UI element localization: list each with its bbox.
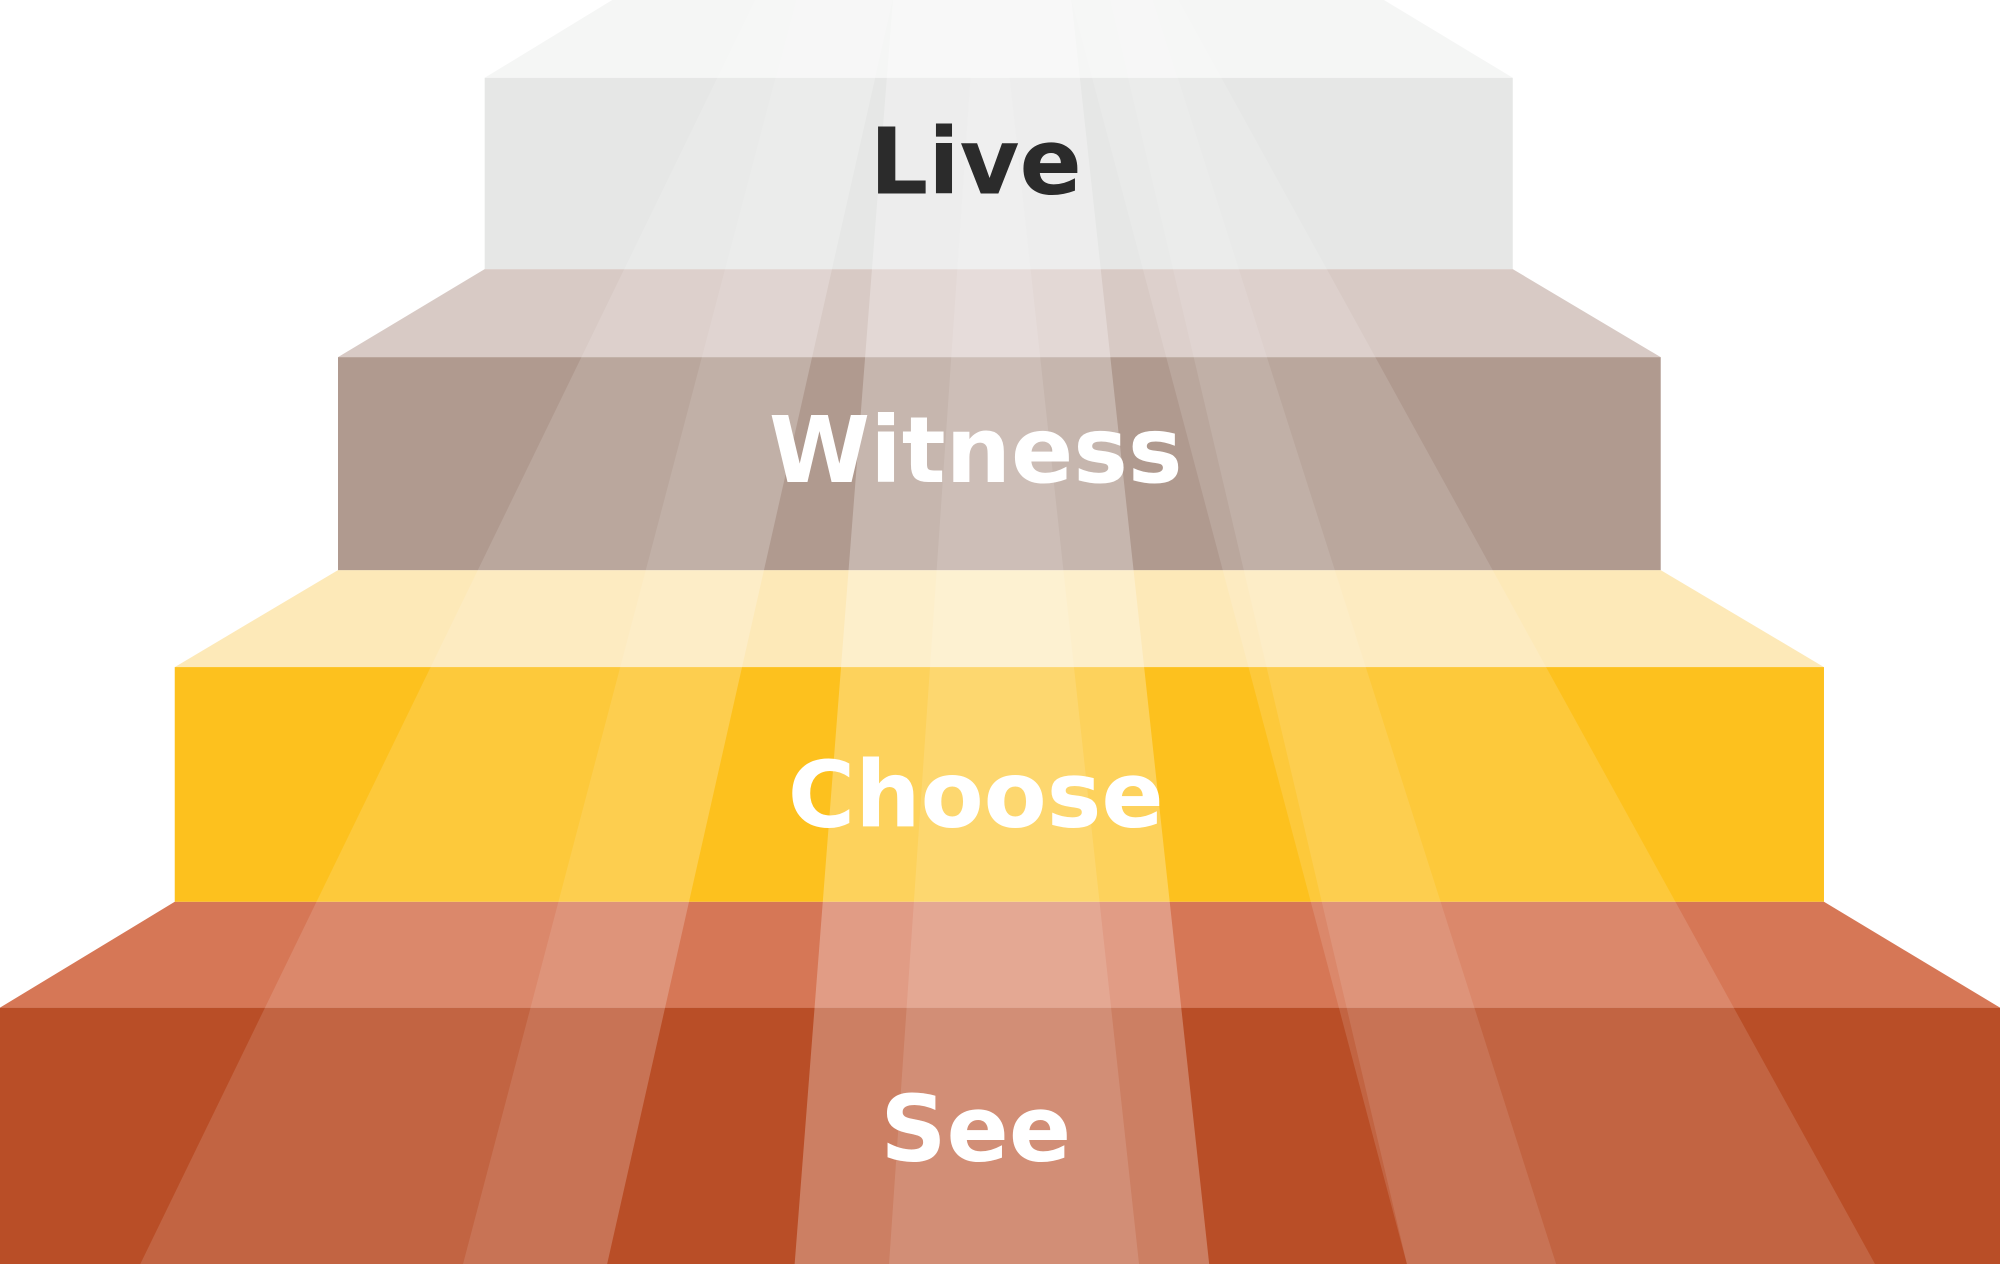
light-ray [1071,0,1875,1264]
step-witness-top [338,269,1661,358]
light-ray [1109,0,1557,1264]
step-see-front [0,1007,2000,1264]
step-see-top [0,901,2000,1008]
step-live [484,0,1513,270]
light-ray [794,0,1210,1264]
step-choose [174,570,1824,902]
step-live-top [484,0,1513,78]
light-ray [140,0,893,1264]
step-label-choose: Choose [788,741,1164,848]
step-label-see: See [880,1076,1071,1183]
step-label-witness: Witness [769,397,1183,504]
step-witness-front [338,357,1661,571]
light-ray [889,0,1140,1264]
step-choose-front [174,667,1824,902]
step-live-front [484,77,1513,270]
step-label-live: Live [870,109,1082,216]
step-witness [338,269,1661,571]
step-see [0,901,2000,1264]
light-rays [140,0,1875,1264]
step-choose-top [174,570,1824,668]
light-ray [463,0,893,1264]
